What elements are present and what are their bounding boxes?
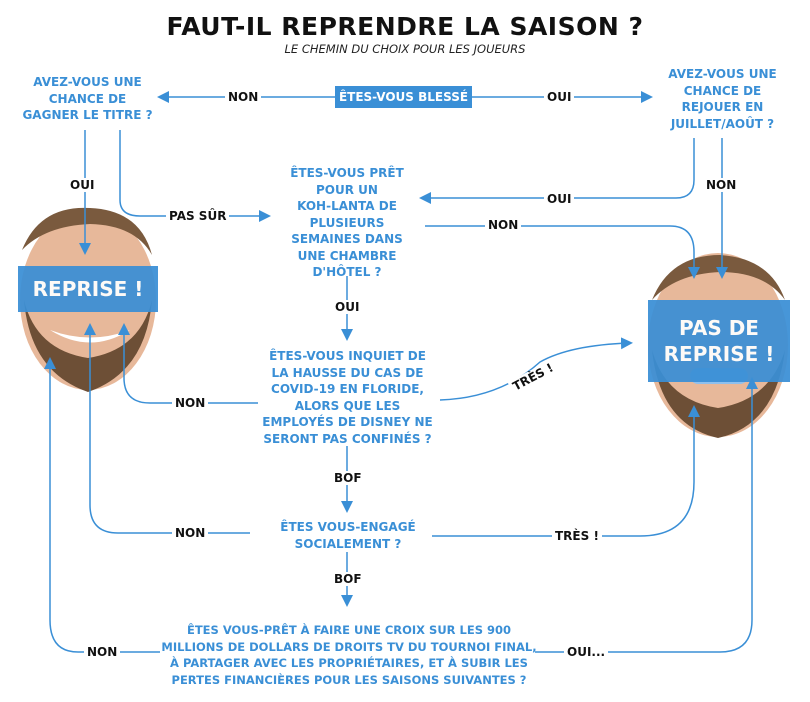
edge-label-oui-final: OUI... bbox=[564, 645, 609, 659]
edge-label-tres-engage: TRÈS ! bbox=[552, 529, 602, 543]
edge-label-non-kohlanta: NON bbox=[485, 218, 522, 232]
node-kohlanta: ÊTES-VOUS PRÊT POUR UN KOH-LANTA DE PLUS… bbox=[290, 166, 404, 279]
edge-label-non-rejouer: NON bbox=[703, 178, 740, 192]
edge-label-non-final: NON bbox=[84, 645, 121, 659]
edge-label-oui-blesse: OUI bbox=[544, 90, 575, 104]
edge-label-non-blesse: NON bbox=[225, 90, 262, 104]
edge-label-bof-engage: BOF bbox=[331, 572, 365, 586]
edge-label-oui-titre: OUI bbox=[67, 178, 98, 192]
edge-label-bof-covid: BOF bbox=[331, 471, 365, 485]
node-rejouer: AVEZ-VOUS UNE CHANCE DE REJOUER EN JUILL… bbox=[668, 67, 777, 131]
edge-label-oui-kohlanta: OUI bbox=[332, 300, 363, 314]
edge-label-non-covid: NON bbox=[172, 396, 209, 410]
node-final: ÊTES VOUS-PRÊT À FAIRE UNE CROIX SUR LES… bbox=[161, 623, 537, 687]
node-titre: AVEZ-VOUS UNE CHANCE DE GAGNER LE TITRE … bbox=[22, 75, 153, 122]
node-covid: ÊTES-VOUS INQUIET DE LA HAUSSE DU CAS DE… bbox=[262, 349, 433, 446]
node-engage: ÊTES VOUS-ENGAGÉ SOCIALEMENT ? bbox=[280, 520, 416, 551]
edge-label-non-engage: NON bbox=[172, 526, 209, 540]
page-subtitle: LE CHEMIN DU CHOIX POUR LES JOUEURS bbox=[284, 42, 526, 56]
page-title: FAUT-IL REPRENDRE LA SAISON ? bbox=[166, 12, 644, 41]
outcome-pas-de-reprise: PAS DE REPRISE ! bbox=[648, 300, 790, 382]
edge-label-oui-rejouer: OUI bbox=[544, 192, 575, 206]
edge-label-pas-sur: PAS SÛR bbox=[166, 209, 230, 223]
outcome-reprise: REPRISE ! bbox=[18, 266, 158, 312]
node-blesse: ÊTES-VOUS BLESSÉ ? bbox=[335, 86, 472, 126]
